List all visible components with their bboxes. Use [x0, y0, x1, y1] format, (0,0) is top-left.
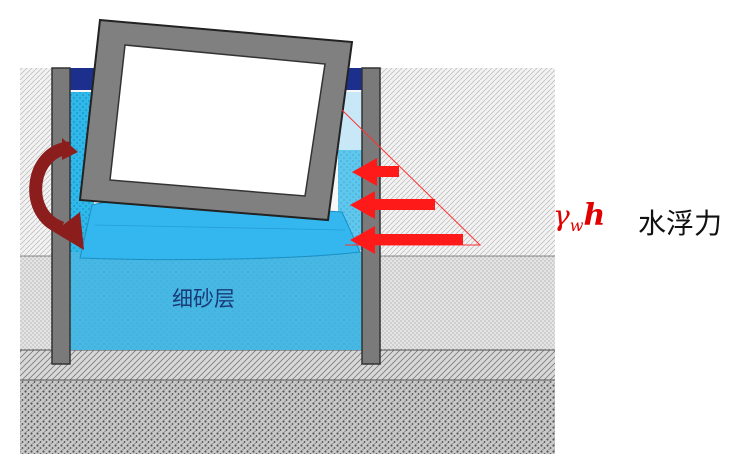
curved-rotation-arrow-icon — [29, 138, 84, 250]
caisson-window — [109, 44, 326, 197]
hatched-layer — [20, 350, 555, 380]
red-left-arrow-icon — [352, 158, 399, 186]
formula-label: γwh — [553, 198, 605, 235]
fine-sand-layer-label: 细砂层 — [172, 287, 235, 311]
gravel-layer — [20, 380, 555, 454]
red-left-arrow-icon — [350, 226, 463, 254]
buoyancy-label: 水浮力 — [638, 207, 723, 240]
formula-var: h — [583, 198, 606, 233]
red-left-arrow-icon — [350, 191, 435, 219]
formula-subscript: w — [569, 216, 584, 235]
formula-gamma: γ — [553, 199, 570, 232]
sheet-pile-left — [51, 67, 71, 365]
